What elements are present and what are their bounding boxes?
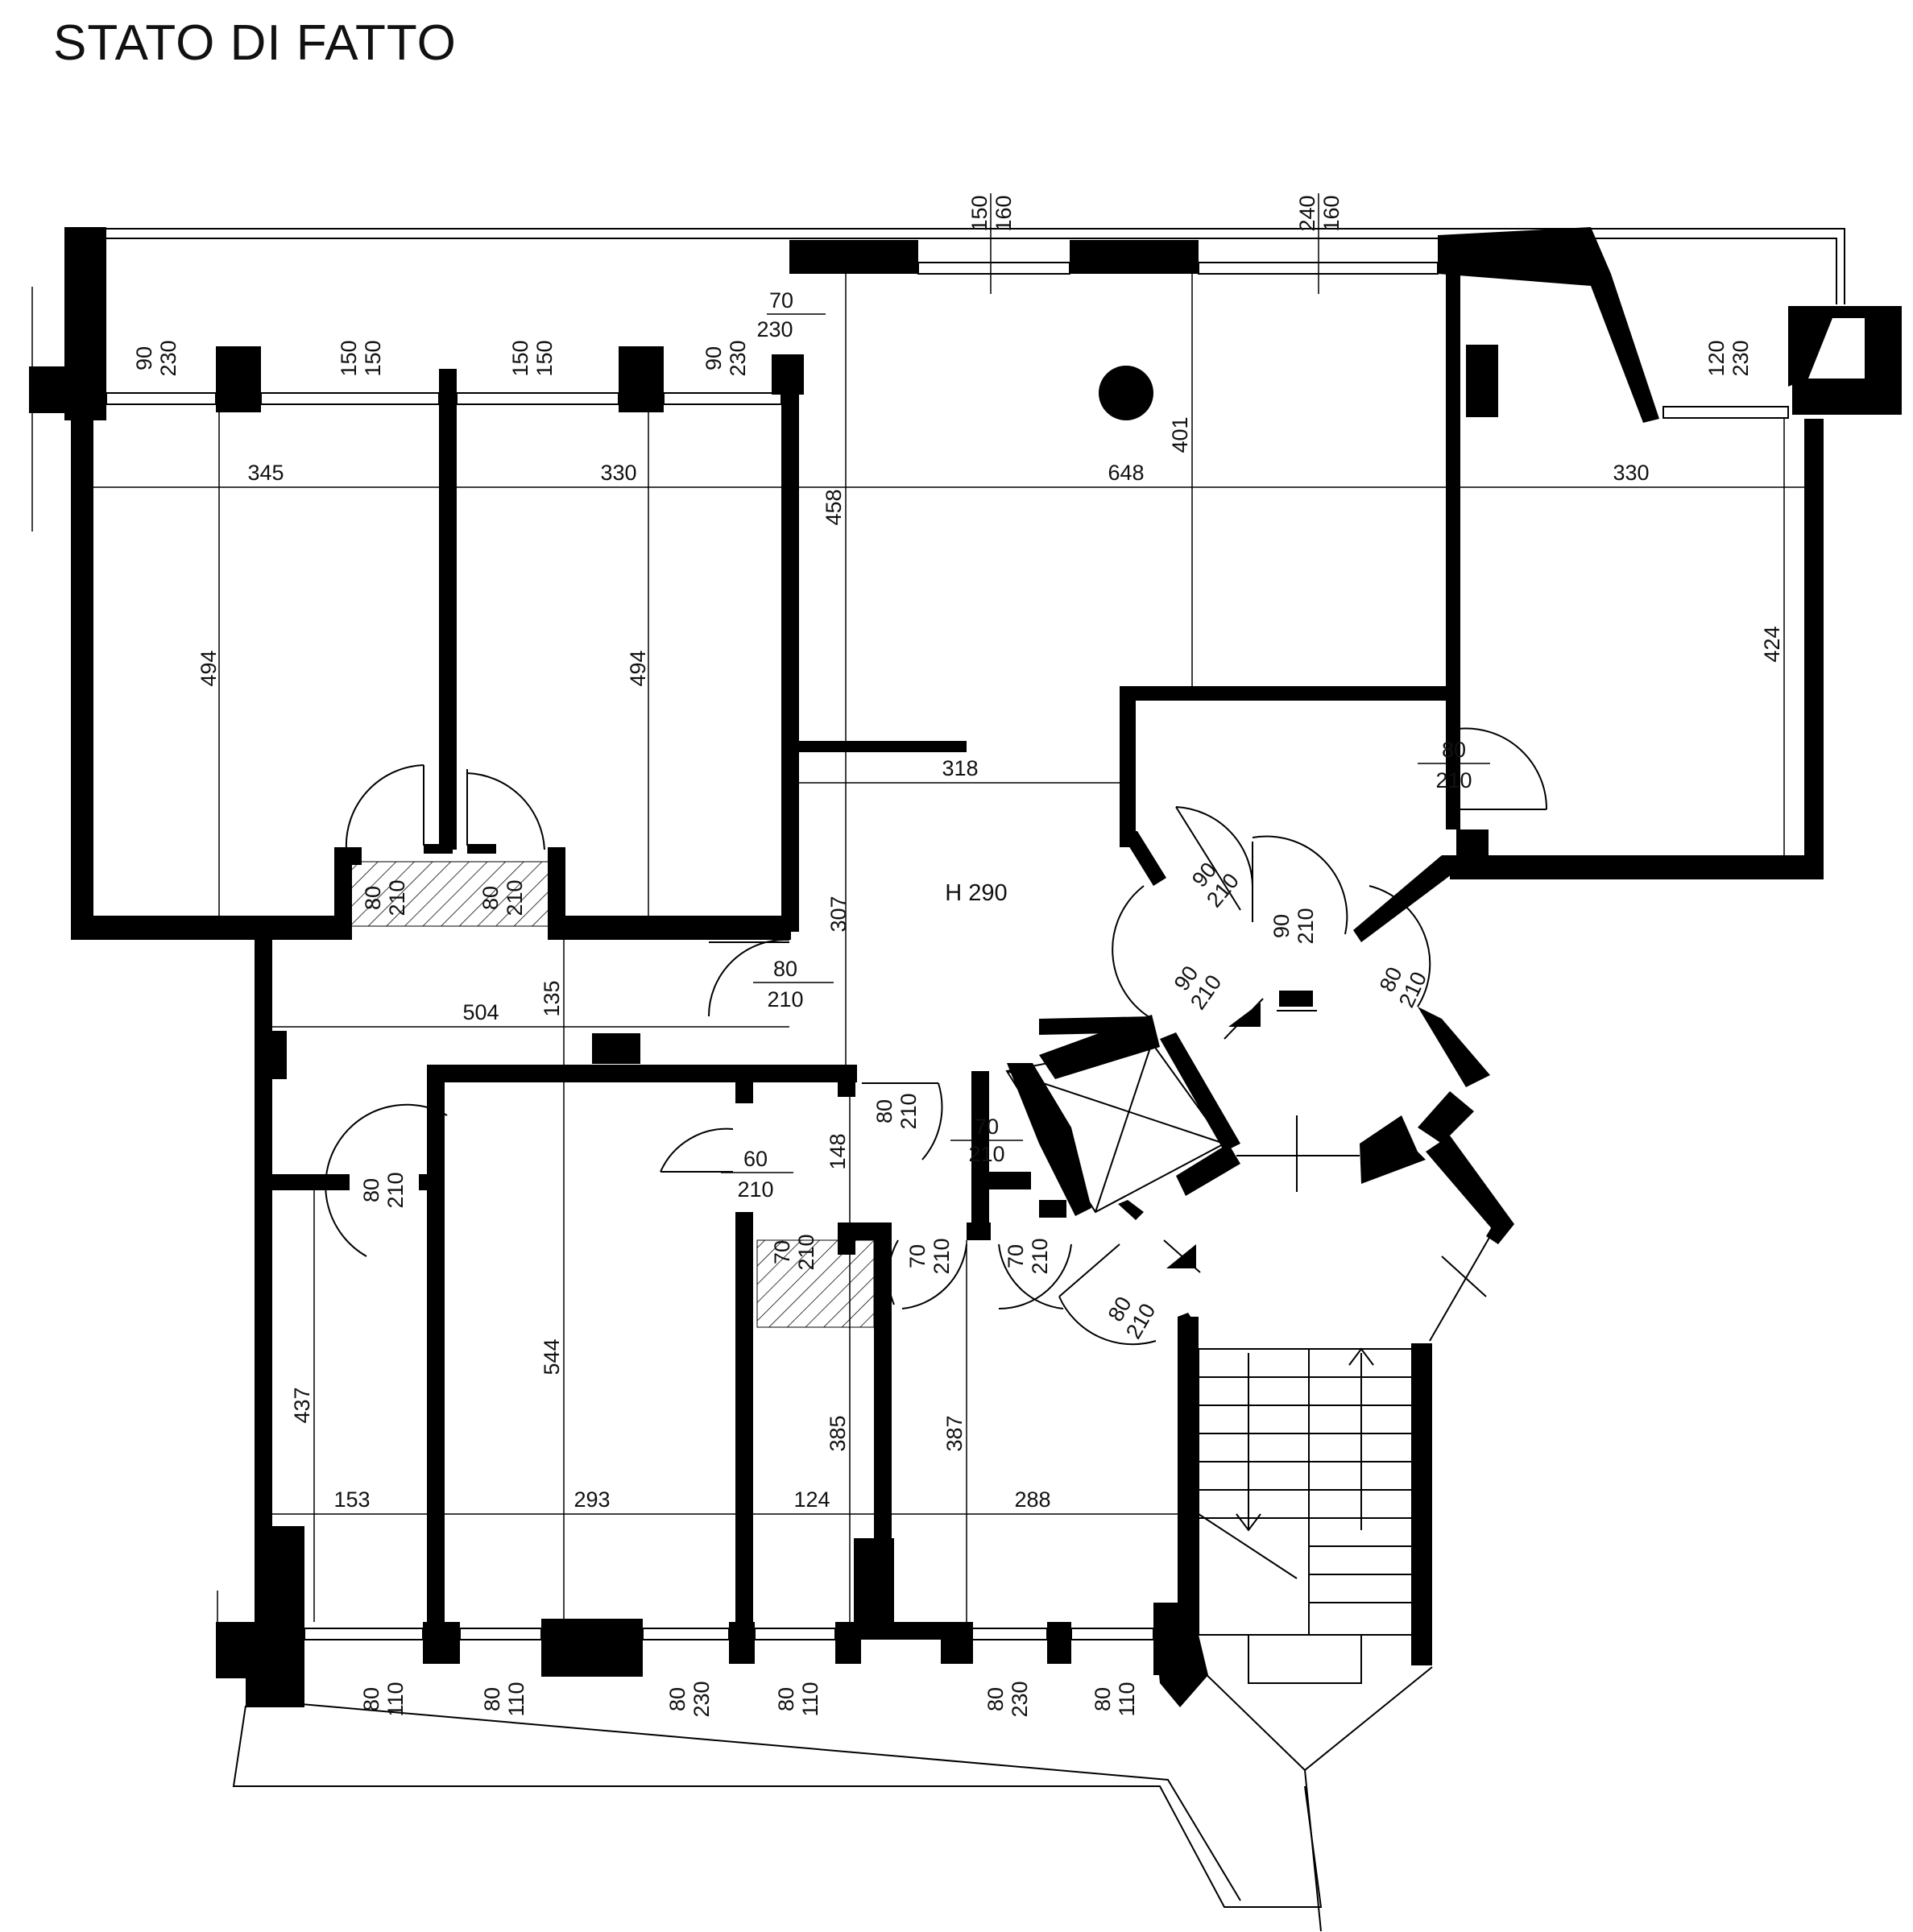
hatched-closets bbox=[339, 861, 875, 1328]
svg-text:90: 90 bbox=[132, 346, 156, 370]
svg-text:80: 80 bbox=[478, 886, 503, 910]
svg-text:120: 120 bbox=[1704, 340, 1729, 376]
svg-text:70: 70 bbox=[905, 1244, 930, 1268]
svg-text:80: 80 bbox=[665, 1687, 689, 1711]
elevator bbox=[1005, 1041, 1226, 1214]
svg-text:80: 80 bbox=[361, 886, 385, 910]
dim-330b: 330 bbox=[1613, 461, 1649, 485]
svg-text:80: 80 bbox=[1091, 1687, 1115, 1711]
staircase bbox=[1198, 1115, 1491, 1932]
section-markers bbox=[1163, 991, 1317, 1273]
column-icon bbox=[1099, 366, 1153, 420]
svg-text:230: 230 bbox=[726, 340, 750, 376]
walls bbox=[29, 227, 1902, 1707]
svg-text:60: 60 bbox=[743, 1147, 768, 1171]
svg-text:70: 70 bbox=[769, 288, 793, 312]
svg-text:210: 210 bbox=[737, 1177, 773, 1202]
svg-text:160: 160 bbox=[1319, 195, 1344, 231]
svg-text:210: 210 bbox=[968, 1142, 1004, 1166]
dim-494a: 494 bbox=[197, 650, 221, 686]
svg-text:150: 150 bbox=[337, 340, 361, 376]
svg-text:230: 230 bbox=[756, 317, 793, 341]
dim-345: 345 bbox=[247, 461, 284, 485]
section-marker-icon bbox=[1279, 991, 1313, 1007]
dim-494b: 494 bbox=[626, 650, 650, 686]
svg-text:210: 210 bbox=[896, 1093, 921, 1129]
plan-title: STATO DI FATTO bbox=[53, 15, 457, 71]
svg-text:110: 110 bbox=[1115, 1682, 1139, 1716]
svg-text:70: 70 bbox=[975, 1115, 999, 1139]
svg-text:150: 150 bbox=[967, 195, 992, 231]
svg-text:80: 80 bbox=[359, 1178, 383, 1202]
svg-text:160: 160 bbox=[992, 195, 1016, 231]
dim-153: 153 bbox=[333, 1487, 370, 1512]
svg-text:150: 150 bbox=[508, 340, 532, 376]
svg-text:240: 240 bbox=[1295, 195, 1319, 231]
dimension-labels: 345 330 648 330 494 494 458 401 424 318 … bbox=[197, 416, 1784, 1512]
svg-text:210: 210 bbox=[930, 1238, 954, 1274]
dim-458: 458 bbox=[822, 489, 846, 525]
svg-text:150: 150 bbox=[532, 340, 557, 376]
balcony-bottom bbox=[232, 1698, 1323, 1908]
svg-text:210: 210 bbox=[383, 1172, 408, 1208]
svg-text:70: 70 bbox=[770, 1240, 794, 1264]
dim-293: 293 bbox=[573, 1487, 610, 1512]
svg-text:210: 210 bbox=[1028, 1238, 1052, 1274]
svg-text:210: 210 bbox=[503, 879, 527, 916]
svg-text:110: 110 bbox=[798, 1682, 822, 1716]
svg-text:80: 80 bbox=[872, 1099, 896, 1123]
bottom-windows bbox=[304, 1628, 1154, 1640]
svg-text:210: 210 bbox=[1294, 908, 1318, 944]
svg-text:230: 230 bbox=[689, 1681, 714, 1717]
svg-text:80: 80 bbox=[773, 957, 797, 981]
svg-text:150: 150 bbox=[361, 340, 385, 376]
svg-text:210: 210 bbox=[794, 1234, 818, 1270]
svg-text:230: 230 bbox=[1008, 1681, 1032, 1717]
svg-text:70: 70 bbox=[1004, 1244, 1028, 1268]
dim-124: 124 bbox=[793, 1487, 830, 1512]
dim-648: 648 bbox=[1108, 461, 1144, 485]
svg-text:80: 80 bbox=[983, 1687, 1008, 1711]
dim-387: 387 bbox=[942, 1415, 967, 1451]
svg-text:210: 210 bbox=[1435, 768, 1472, 792]
svg-text:230: 230 bbox=[156, 340, 180, 376]
dim-424: 424 bbox=[1760, 626, 1784, 662]
dim-318: 318 bbox=[942, 756, 978, 780]
dim-401: 401 bbox=[1168, 416, 1192, 453]
svg-text:210: 210 bbox=[767, 987, 803, 1012]
svg-text:110: 110 bbox=[504, 1682, 528, 1716]
dim-385: 385 bbox=[826, 1415, 850, 1451]
dim-288: 288 bbox=[1014, 1487, 1050, 1512]
svg-text:230: 230 bbox=[1729, 340, 1753, 376]
dim-544: 544 bbox=[540, 1338, 564, 1375]
svg-text:80: 80 bbox=[480, 1687, 504, 1711]
svg-text:80: 80 bbox=[1442, 738, 1466, 762]
svg-text:80: 80 bbox=[774, 1687, 798, 1711]
dim-437: 437 bbox=[290, 1387, 314, 1423]
svg-text:110: 110 bbox=[383, 1682, 408, 1716]
svg-text:80: 80 bbox=[359, 1687, 383, 1711]
svg-text:90: 90 bbox=[1269, 914, 1294, 938]
door-swings bbox=[325, 727, 1548, 1346]
room-height-label: H 290 bbox=[945, 880, 1007, 906]
dim-135: 135 bbox=[540, 980, 564, 1016]
svg-text:210: 210 bbox=[385, 879, 409, 916]
dim-330a: 330 bbox=[600, 461, 636, 485]
dim-504: 504 bbox=[462, 1000, 499, 1024]
svg-text:90: 90 bbox=[702, 346, 726, 370]
dimension-lines bbox=[31, 193, 1804, 1647]
dim-307: 307 bbox=[826, 896, 851, 932]
dim-148: 148 bbox=[826, 1133, 850, 1169]
